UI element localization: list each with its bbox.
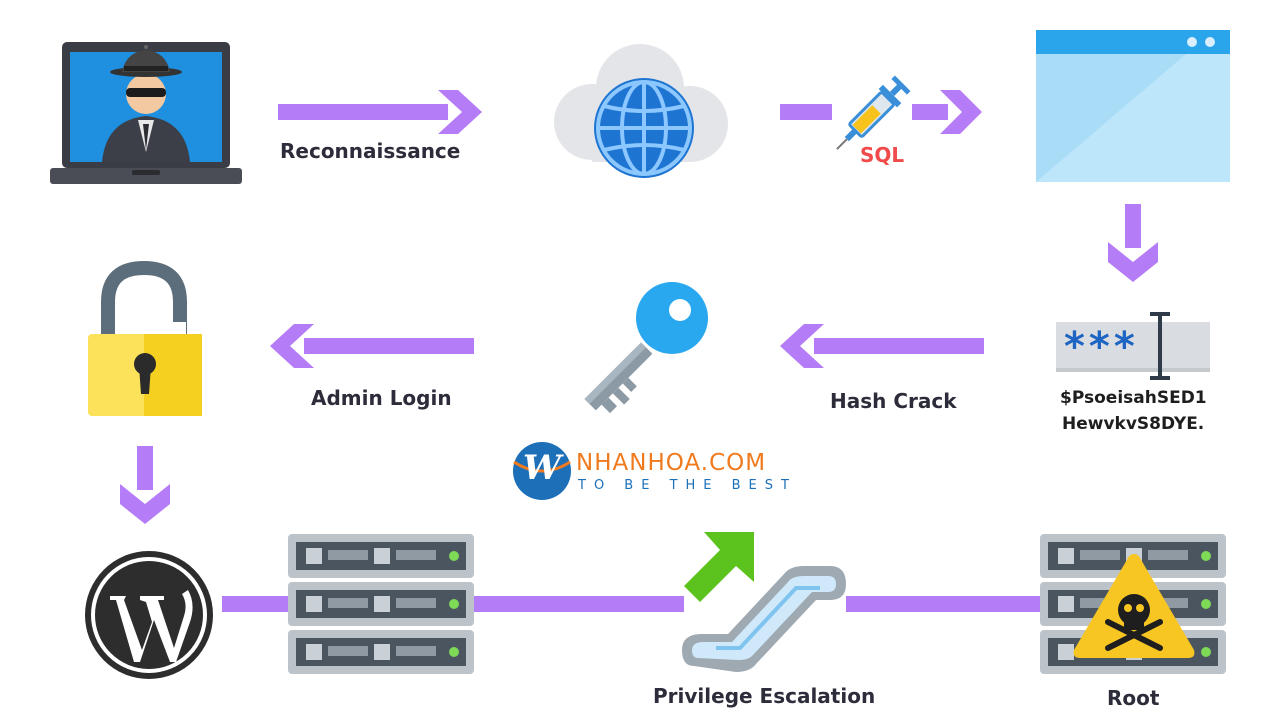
brand-name: NHANHOA.COM — [576, 450, 767, 476]
arrow-down — [120, 446, 170, 524]
label-privilege-escalation: Privilege Escalation — [653, 684, 876, 708]
cloud-globe-icon — [554, 44, 728, 178]
wordpress-icon — [85, 551, 213, 679]
password-mask: *** — [1064, 324, 1139, 370]
key-icon — [584, 282, 708, 414]
server-rack-icon — [288, 534, 474, 674]
label-sql: SQL — [860, 143, 905, 167]
browser-window-icon — [1036, 30, 1230, 182]
arrow-right — [278, 90, 482, 134]
text-cursor-icon — [1150, 312, 1170, 380]
up-arrow-icon — [684, 532, 754, 602]
hacker-laptop-icon — [50, 42, 242, 184]
hash-line-1: $PsoeisahSED1 — [1060, 388, 1207, 408]
hash-line-2: HewvkvS8DYE. — [1062, 414, 1205, 434]
password-field-icon: *** — [1056, 322, 1210, 372]
arrow-left — [270, 324, 474, 368]
brand-letter: W — [522, 448, 562, 488]
brand-badge — [513, 442, 571, 500]
escalator-icon — [682, 566, 846, 672]
brand-tagline: TO BE THE BEST — [578, 478, 797, 493]
arrow-right — [780, 90, 982, 134]
label-root: Root — [1107, 686, 1160, 710]
brand-logo: W NHANHOA.COM TO BE THE BEST — [512, 440, 789, 502]
connector-line — [222, 596, 292, 612]
connector-line — [846, 596, 1044, 612]
warning-skull-icon — [1073, 554, 1195, 658]
syringe-icon — [836, 75, 911, 150]
arrow-left — [780, 324, 984, 368]
label-hash-crack: Hash Crack — [830, 389, 957, 413]
padlock-open-icon — [88, 260, 202, 416]
label-reconnaissance: Reconnaissance — [280, 139, 461, 163]
label-admin-login: Admin Login — [311, 386, 452, 410]
connector-line — [472, 596, 684, 612]
arrow-down — [1108, 204, 1158, 282]
